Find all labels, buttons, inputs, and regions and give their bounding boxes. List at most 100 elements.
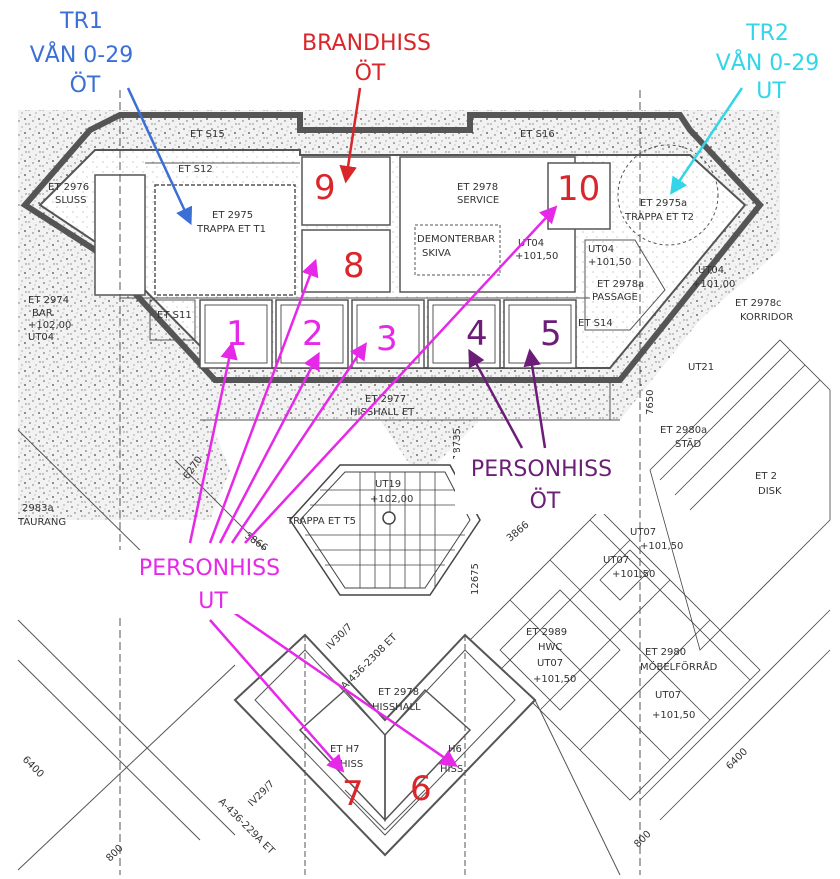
ut-arrow-6 — [229, 608, 458, 767]
label-et-s15: ET S15 — [190, 129, 225, 140]
label-et-s12: ET S12 — [178, 164, 213, 175]
label-sluss: SLUSS — [55, 195, 86, 206]
label-disk: DISK — [758, 486, 782, 497]
label-et-h6: H6 — [448, 744, 462, 755]
elevator-number-3: 3 — [376, 319, 398, 359]
label-taurang: TAURANG — [17, 517, 66, 528]
label-et-s11: ET S11 — [157, 310, 192, 321]
label-et-2977: ET 2977 — [365, 394, 406, 405]
label-d1: 7650 — [645, 390, 656, 415]
label-et-2978b: ET 2978 — [378, 687, 419, 698]
label-d6: 12675 — [470, 563, 481, 595]
label-ut19: UT19 — [375, 479, 401, 490]
tr1-arrow — [126, 87, 193, 226]
label-service: SERVICE — [457, 195, 499, 206]
label-h1: +102,00 — [28, 320, 71, 331]
ut-arrow-7 — [209, 619, 345, 773]
label-ut07d: UT07 — [655, 690, 681, 701]
label-bar: BAR — [32, 308, 53, 319]
label-ut04d: UT04 — [698, 265, 724, 276]
elevator-number-7: 7 — [342, 774, 364, 814]
label-stad: STÄD — [675, 437, 702, 450]
label-ut07b: UT07 — [603, 555, 629, 566]
stair-t5 — [289, 464, 481, 596]
personhiss-ut-label: PERSONHISS UT — [139, 556, 287, 614]
label-hiss-b: HISS — [440, 764, 463, 775]
label-et-2976: ET 2976 — [48, 182, 89, 193]
label-ut04: UT04 — [28, 332, 54, 343]
brandhiss-arrow — [339, 87, 362, 184]
ut-arrow-3 — [230, 342, 367, 544]
label-d7: 6400 — [20, 754, 46, 780]
label-iv30: IV30/7 — [324, 622, 355, 653]
label-h8: +101,50 — [533, 674, 576, 685]
label-korridor: KORRIDOR — [740, 312, 793, 323]
personhiss-ot-label: PERSONHISS ÖT — [471, 457, 619, 514]
ot-arrow-5 — [523, 348, 547, 449]
label-demonter: DEMONTERBAR — [417, 234, 495, 245]
elevator-number-4: 4 — [466, 314, 488, 354]
tr1-label: TR1 VÅN 0-29 ÖT — [30, 9, 140, 98]
label-trappa-t1: TRAPPA ET T1 — [196, 224, 266, 235]
ut-arrow-10 — [244, 205, 558, 544]
label-et-2975: ET 2975 — [212, 210, 253, 221]
label-et-2b: ET 2 — [755, 471, 777, 482]
label-et-s14: ET S14 — [578, 318, 613, 329]
label-ut04c: UT04 — [588, 244, 614, 255]
elevator-numbers: 1 2 3 4 5 6 7 8 9 10 — [226, 168, 600, 814]
label-trappa-t2: TRAPPA ET T2 — [624, 212, 694, 223]
label-ut07a: UT07 — [630, 527, 656, 538]
label-h2: +101,50 — [515, 251, 558, 262]
label-et-2980a: ET 2980a — [660, 425, 707, 436]
label-h4: +101,00 — [692, 279, 735, 290]
annotation-arrows — [126, 87, 744, 773]
elevator-number-2: 2 — [302, 314, 324, 354]
label-a436: A-436-2308 ET — [339, 631, 400, 692]
label-a436b: A-436-229A ET — [216, 796, 277, 857]
label-mobelforrad: MÖBELFÖRRÅD — [640, 660, 718, 673]
label-h7: +101,50 — [612, 569, 655, 580]
label-ut07c: UT07 — [537, 658, 563, 669]
label-et-2978: ET 2978 — [457, 182, 498, 193]
label-iv29: IV29/7 — [246, 779, 277, 810]
label-et-2980: ET 2980 — [645, 647, 686, 658]
elevator-number-10: 10 — [557, 169, 600, 209]
elevator-number-8: 8 — [343, 246, 365, 286]
elevator-number-9: 9 — [314, 168, 336, 208]
label-d5: 3866 — [505, 520, 532, 545]
label-et-2974: ET 2974 — [28, 295, 69, 306]
label-passage: PASSAGE — [592, 292, 638, 303]
ut-arrow-1 — [188, 341, 238, 544]
label-ut21: UT21 — [688, 362, 714, 373]
label-h6: +101,50 — [640, 541, 683, 552]
label-hiss-a: HISS — [340, 759, 363, 770]
annotation-labels: TR1 VÅN 0-29 ÖT BRANDHISS ÖT TR2 VÅN 0-2… — [30, 9, 826, 614]
elevator-number-1: 1 — [226, 314, 248, 354]
label-d8: 6400 — [724, 746, 750, 772]
tr2-label: TR2 VÅN 0-29 UT — [716, 21, 826, 104]
label-et-2978a: ET 2978a — [597, 279, 644, 290]
lower-lobby — [233, 633, 537, 857]
label-h3: +101,50 — [588, 257, 631, 268]
ut-arrow-8 — [208, 258, 319, 544]
ut-arrow-2 — [218, 351, 320, 544]
elevator-number-6: 6 — [410, 769, 432, 809]
label-et-2975a: ET 2975a — [640, 198, 687, 209]
label-d10: 800 — [632, 829, 653, 850]
label-et-h7: ET H7 — [330, 744, 360, 755]
label-hisshall-top: HISSHALL ET — [350, 407, 415, 418]
tr2-arrow — [670, 87, 744, 195]
label-et-2978c: ET 2978c — [735, 298, 782, 309]
label-hwc: HWC — [538, 642, 562, 653]
label-et-2983a: 2983a — [22, 503, 54, 514]
label-et-s16: ET S16 — [520, 129, 555, 140]
label-et-2989: ET 2989 — [526, 627, 567, 638]
label-trappa-t5: TRAPPA ET T5 — [286, 516, 356, 527]
label-ut04b: UT04 — [518, 238, 544, 249]
label-skiva: SKIVA — [422, 248, 451, 259]
ot-arrow-4 — [468, 348, 524, 449]
label-d9: 800 — [104, 843, 125, 864]
label-h9: +101,50 — [652, 710, 695, 721]
